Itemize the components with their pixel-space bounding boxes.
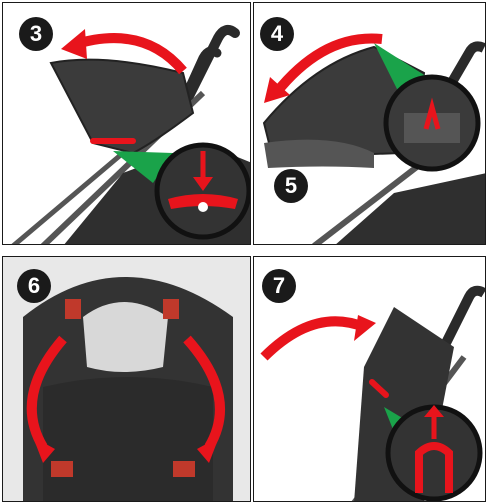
arrow-head <box>354 315 376 341</box>
arrow-head <box>61 29 87 59</box>
step-number-badge: 3 <box>19 17 53 51</box>
step-4-panel: 4 5 <box>253 2 486 245</box>
step-3-panel: 3 <box>2 2 251 245</box>
fastener-top-right <box>163 299 179 319</box>
fold-arrow <box>264 321 364 357</box>
step-number-badge: 6 <box>17 269 51 303</box>
stroller-handle <box>188 30 235 98</box>
fastener-top-left <box>65 299 81 319</box>
hinge-detail <box>404 113 460 143</box>
mesh-window <box>83 302 168 372</box>
fastener-bottom-left <box>51 461 73 477</box>
seat-mesh <box>334 173 486 245</box>
step-number-badge: 7 <box>262 269 296 303</box>
step-7-panel: 7 <box>253 256 486 502</box>
hinge-rivet <box>198 202 208 212</box>
fastener-bottom-right <box>173 461 195 477</box>
step-number-badge: 4 <box>260 17 294 51</box>
step-6-panel: 6 <box>2 256 251 502</box>
callout-number-badge: 5 <box>274 169 308 203</box>
canopy-fabric <box>43 377 213 502</box>
